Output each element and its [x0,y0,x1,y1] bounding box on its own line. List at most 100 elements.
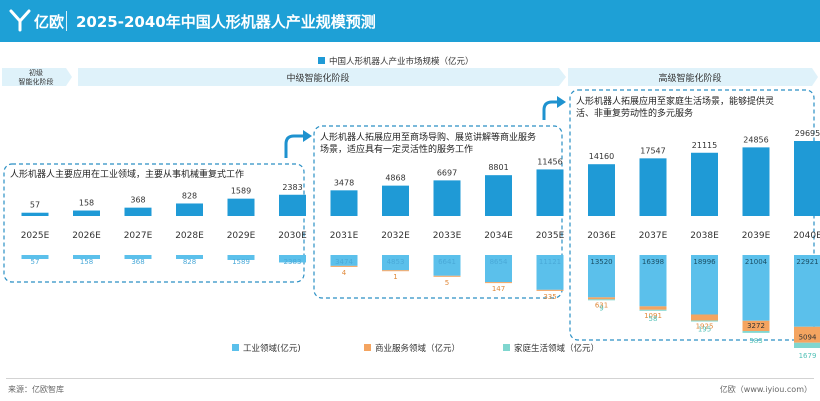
header-divider [66,11,67,31]
total-value-label: 2383 [282,183,302,192]
total-bar [382,185,409,216]
total-bar [639,158,667,216]
commercial-value-label: 147 [492,285,505,293]
commercial-bar [485,282,512,284]
total-value-label: 3478 [334,178,354,187]
annotation-text-stage2-line1: 人形机器人拓展应用至商场导购、展览讲解等商业服务 [320,131,536,143]
total-bar [794,141,820,216]
phase-label-primary: 初级 [29,68,43,77]
total-bar [21,212,49,216]
household-bar [794,342,820,348]
household-value-label: 58 [649,315,658,323]
industrial-value-label: 2383 [284,258,302,266]
page-title: 2025-2040年中国人形机器人产业规模预测 [76,13,376,31]
commercial-value-label: 4 [342,269,347,277]
total-bar [691,152,718,216]
phase-label-primary-2: 智能化阶段 [19,77,54,86]
footer-divider [6,378,814,379]
industrial-value-label: 11121 [539,258,561,266]
legend-swatch-segment [232,344,239,351]
industrial-value-label: 4853 [387,258,405,266]
total-value-label: 1589 [231,187,251,196]
industrial-value-label: 3474 [335,258,353,266]
industrial-bar [691,255,718,315]
total-value-label: 158 [79,199,94,208]
total-bar [176,203,203,216]
commercial-value-label: 5094 [799,334,817,342]
total-value-label: 21115 [692,141,717,150]
total-value-label: 6697 [437,168,457,177]
legend-swatch-segment [503,344,510,351]
industrial-value-label: 13520 [590,258,612,266]
household-value-label: 1679 [799,352,817,360]
total-bar [588,164,615,216]
industrial-bar [794,255,820,327]
commercial-bar [588,297,615,300]
total-value-label: 4868 [385,174,405,183]
household-bar [588,299,615,301]
industrial-bar [176,255,203,259]
total-value-label: 368 [130,196,145,205]
annotation-box-stage1 [3,163,305,283]
commercial-value-label: 1091 [644,312,662,320]
commercial-bar [742,320,770,332]
year-tick-label: 2037E [639,231,668,241]
commercial-value-label: 335 [543,293,556,301]
legend-label-segment: 工业领域(亿元) [243,343,301,354]
commercial-bar [382,270,409,272]
total-value-label: 57 [30,201,40,210]
year-tick-label: 2030E [278,231,307,241]
industrial-bar [588,255,615,298]
industrial-bar [433,255,461,276]
industrial-value-label: 18996 [693,258,716,266]
total-bar [330,190,358,216]
industrial-value-label: 828 [183,258,196,266]
legend-label-segment: 商业服务领域（亿元） [375,343,460,354]
year-tick-label: 2035E [536,231,565,241]
legend-label-total: 中国人形机器人产业市场规模（亿元） [329,56,474,67]
industrial-bar [536,255,564,290]
total-value-label: 14160 [589,152,614,161]
total-value-label: 17547 [640,146,665,155]
commercial-value-label: 5 [445,279,449,287]
industrial-value-label: 21004 [745,258,768,266]
year-tick-label: 2039E [742,231,771,241]
year-tick-label: 2034E [484,231,513,241]
stage-arrow-1 [284,134,304,158]
industrial-bar [382,255,409,271]
industrial-bar [227,255,255,260]
phase-band-advanced [568,68,818,86]
industrial-bar [330,255,358,266]
header-bar: 亿欧 2025-2040年中国人形机器人产业规模预测 [0,0,820,42]
year-tick-label: 2028E [175,231,204,241]
total-value-label: 11456 [537,157,562,166]
commercial-value-label: 1 [393,273,397,281]
total-value-label: 828 [182,191,197,200]
household-value-label: 9 [599,304,603,312]
annotation-text-stage3-line1: 人形机器人拓展应用至家庭生活场景，能够提供灵 [576,95,774,107]
phase-band-middle [78,68,566,86]
industrial-bar [639,255,667,307]
stage-arrow-2-head [557,96,566,108]
total-bar [227,198,255,216]
year-tick-label: 2031E [330,231,359,241]
stage-arrow-2 [542,100,558,120]
yiou-logo-icon [9,9,31,32]
year-tick-label: 2038E [690,231,719,241]
commercial-value-label: 3272 [747,322,765,330]
annotation-text-stage1: 人形机器人主要应用在工业领域，主要从事机械重复式工作 [10,168,244,180]
year-tick-label: 2025E [21,231,50,241]
total-value-label: 24856 [743,135,768,144]
total-bar [536,169,564,216]
year-tick-label: 2026E [72,231,101,241]
annotation-text-stage3-line2: 活、非重复劳动性的多元服务 [576,107,693,119]
commercial-value-label: 631 [595,301,608,309]
phase-label-middle: 中级智能化阶段 [286,72,349,84]
total-bar [124,207,152,216]
year-tick-label: 2032E [381,231,410,241]
total-bar [279,194,306,216]
commercial-bar [433,275,461,277]
chart-area: 初级智能化阶段中级智能化阶段高级智能化阶段中国人形机器人产业市场规模（亿元）人形… [2,56,820,360]
total-bar [73,210,100,216]
household-bar [639,309,667,311]
